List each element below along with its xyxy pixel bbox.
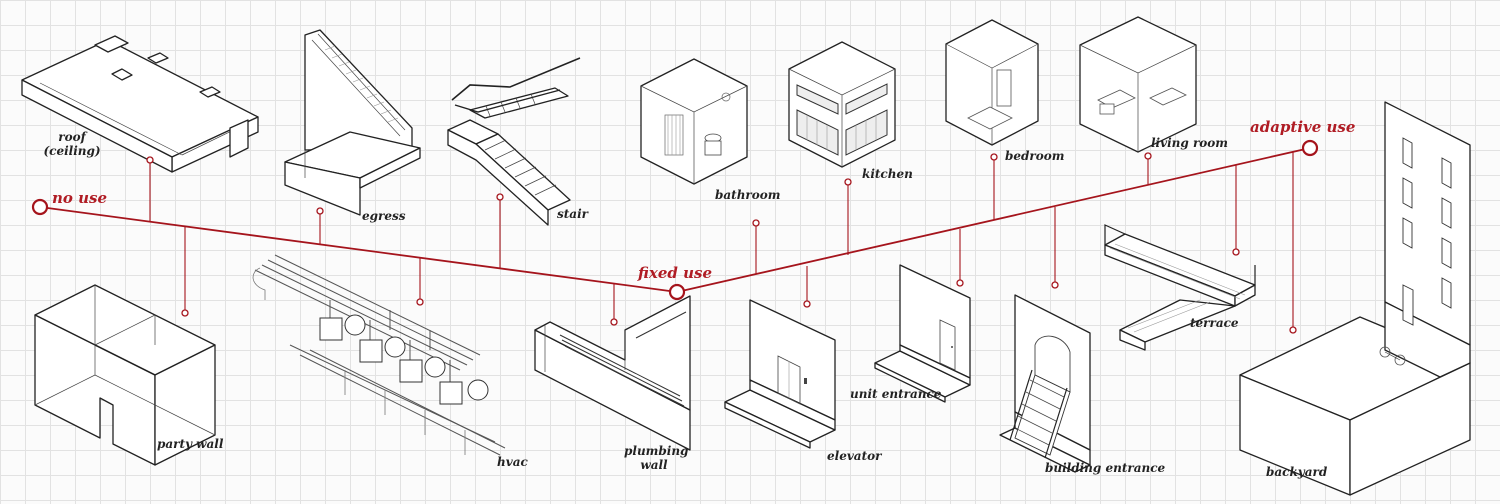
unit-entrance-label: unit entrance (850, 387, 942, 401)
use-axis (31, 139, 1319, 334)
plumbing-wall-illustration (534, 295, 691, 451)
elevator-label: elevator (827, 449, 882, 463)
kitchen-illustration (788, 41, 896, 168)
hvac-label: hvac (497, 455, 528, 469)
plumbing-wall-label: plumbing wall (624, 444, 689, 472)
backyard-label: backyard (1266, 465, 1328, 479)
bedroom-label: bedroom (1005, 149, 1065, 163)
egress-label: egress (362, 209, 406, 223)
hvac-illustration (252, 254, 506, 456)
backyard-illustration (1239, 101, 1471, 496)
connector-dots (146, 152, 1297, 334)
elevator-illustration (724, 299, 836, 449)
bathroom-illustration (640, 58, 748, 185)
terrace-label: terrace (1190, 316, 1239, 330)
stair-label: stair (557, 207, 588, 221)
living-room-label: living room (1151, 136, 1228, 150)
party-wall-illustration (34, 284, 216, 466)
bedroom-illustration (945, 19, 1039, 146)
fixed-use-label: fixed use (638, 264, 712, 282)
kitchen-label: kitchen (862, 167, 913, 181)
fixed-use-node (668, 283, 686, 301)
egress-illustration (284, 29, 421, 216)
no-use-label: no use (52, 189, 108, 207)
party-wall-label: party wall (157, 437, 224, 451)
terrace-illustration (1104, 224, 1256, 351)
living-room-illustration (1079, 16, 1197, 153)
roof-label: roof (ceiling) (43, 130, 101, 158)
building-entrance-label: building entrance (1045, 461, 1166, 475)
building-entrance-illustration (999, 294, 1091, 473)
no-use-node (31, 198, 49, 216)
adaptive-use-label: adaptive use (1250, 118, 1356, 136)
roof-illustration (21, 35, 259, 173)
adaptive-use-node (1301, 139, 1319, 157)
unit-entrance-illustration (874, 264, 971, 403)
bathroom-label: bathroom (715, 188, 781, 202)
stair-illustration (447, 57, 581, 226)
connector-lines (149, 152, 1294, 330)
